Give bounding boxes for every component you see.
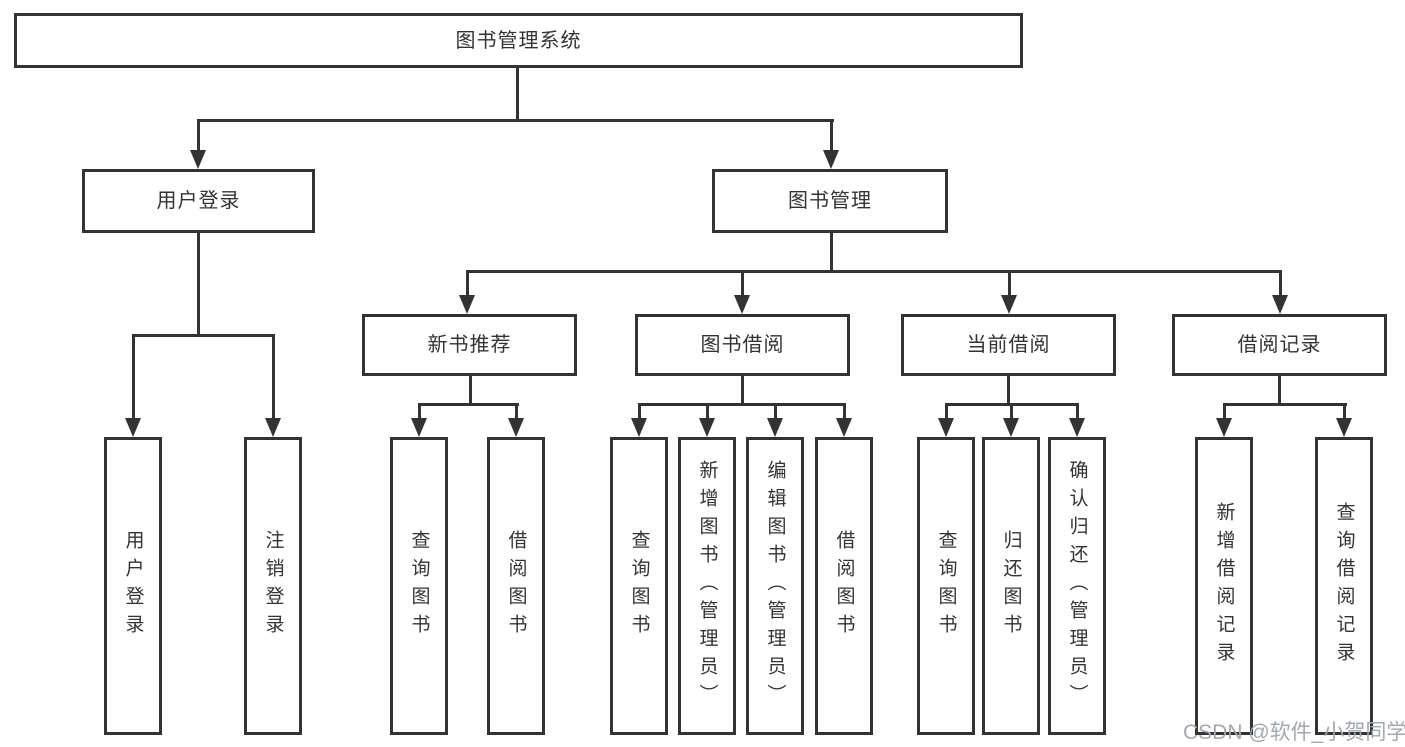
- arrow-down-icon: [734, 295, 750, 314]
- leaf-user-login: 用户登录: [104, 437, 162, 735]
- leaf-add-borrow-record: 新增借阅记录: [1195, 437, 1253, 735]
- csdn-watermark: CSDN @软件_小贺同学: [1183, 721, 1405, 744]
- node-current-borrow: 当前借阅: [901, 314, 1116, 376]
- node-root: 图书管理系统: [14, 13, 1023, 68]
- connector-line: [132, 334, 275, 337]
- connector-line: [1223, 403, 1347, 406]
- node-new-book-recommend: 新书推荐: [362, 314, 577, 376]
- node-book-borrow: 图书借阅: [635, 314, 850, 376]
- connector-line: [1008, 270, 1011, 297]
- connector-line: [774, 403, 777, 420]
- connector-line: [1007, 376, 1010, 406]
- node-borrow-records: 借阅记录: [1172, 314, 1387, 376]
- arrow-down-icon: [411, 418, 427, 437]
- arrow-down-icon: [1001, 295, 1017, 314]
- leaf-query-books-2: 查询图书: [610, 437, 668, 735]
- connector-line: [1223, 403, 1226, 420]
- leaf-query-books-1: 查询图书: [390, 437, 448, 735]
- leaf-edit-books-admin: 编辑图书（管理员）: [746, 437, 804, 735]
- connector-line: [1279, 270, 1282, 297]
- connector-line: [466, 270, 1282, 273]
- connector-line: [469, 376, 472, 406]
- connector-line: [706, 403, 709, 420]
- connector-line: [1010, 403, 1013, 420]
- connector-line: [1278, 376, 1281, 406]
- connector-line: [272, 334, 275, 419]
- arrow-down-icon: [1272, 295, 1288, 314]
- connector-line: [197, 119, 200, 152]
- arrow-down-icon: [459, 295, 475, 314]
- connector-line: [843, 403, 846, 420]
- connector-line: [418, 403, 519, 406]
- arrow-down-icon: [836, 418, 852, 437]
- connector-line: [945, 403, 948, 420]
- connector-line: [638, 403, 641, 420]
- connector-line: [1076, 403, 1079, 420]
- arrow-down-icon: [631, 418, 647, 437]
- connector-line: [1343, 403, 1346, 420]
- leaf-add-books-admin: 新增图书（管理员）: [678, 437, 736, 735]
- connector-line: [197, 233, 200, 337]
- leaf-confirm-return-admin: 确认归还（管理员）: [1048, 437, 1106, 735]
- leaf-borrow-books-1: 借阅图书: [487, 437, 545, 735]
- arrow-down-icon: [1336, 418, 1352, 437]
- arrow-down-icon: [1003, 418, 1019, 437]
- arrow-down-icon: [699, 418, 715, 437]
- node-user-login: 用户登录: [82, 169, 315, 233]
- connector-line: [132, 334, 135, 419]
- connector-line: [197, 119, 834, 122]
- arrow-down-icon: [767, 418, 783, 437]
- connector-line: [466, 270, 469, 297]
- connector-line: [741, 270, 744, 297]
- connector-line: [830, 233, 833, 273]
- leaf-query-books-3: 查询图书: [917, 437, 975, 735]
- connector-line: [418, 403, 421, 420]
- leaf-logout: 注销登录: [244, 437, 302, 735]
- arrow-down-icon: [265, 418, 281, 437]
- connector-line: [830, 119, 833, 152]
- arrow-down-icon: [938, 418, 954, 437]
- connector-line: [515, 403, 518, 420]
- arrow-down-icon: [508, 418, 524, 437]
- arrow-down-icon: [190, 150, 206, 169]
- arrow-down-icon: [1069, 418, 1085, 437]
- leaf-return-books: 归还图书: [982, 437, 1040, 735]
- leaf-query-borrow-record: 查询借阅记录: [1315, 437, 1373, 735]
- arrow-down-icon: [823, 150, 839, 169]
- leaf-borrow-books-2: 借阅图书: [815, 437, 873, 735]
- connector-line: [638, 403, 846, 406]
- arrow-down-icon: [125, 418, 141, 437]
- node-book-management: 图书管理: [712, 169, 948, 233]
- connector-line: [516, 68, 519, 122]
- arrow-down-icon: [1216, 418, 1232, 437]
- connector-line: [741, 376, 744, 406]
